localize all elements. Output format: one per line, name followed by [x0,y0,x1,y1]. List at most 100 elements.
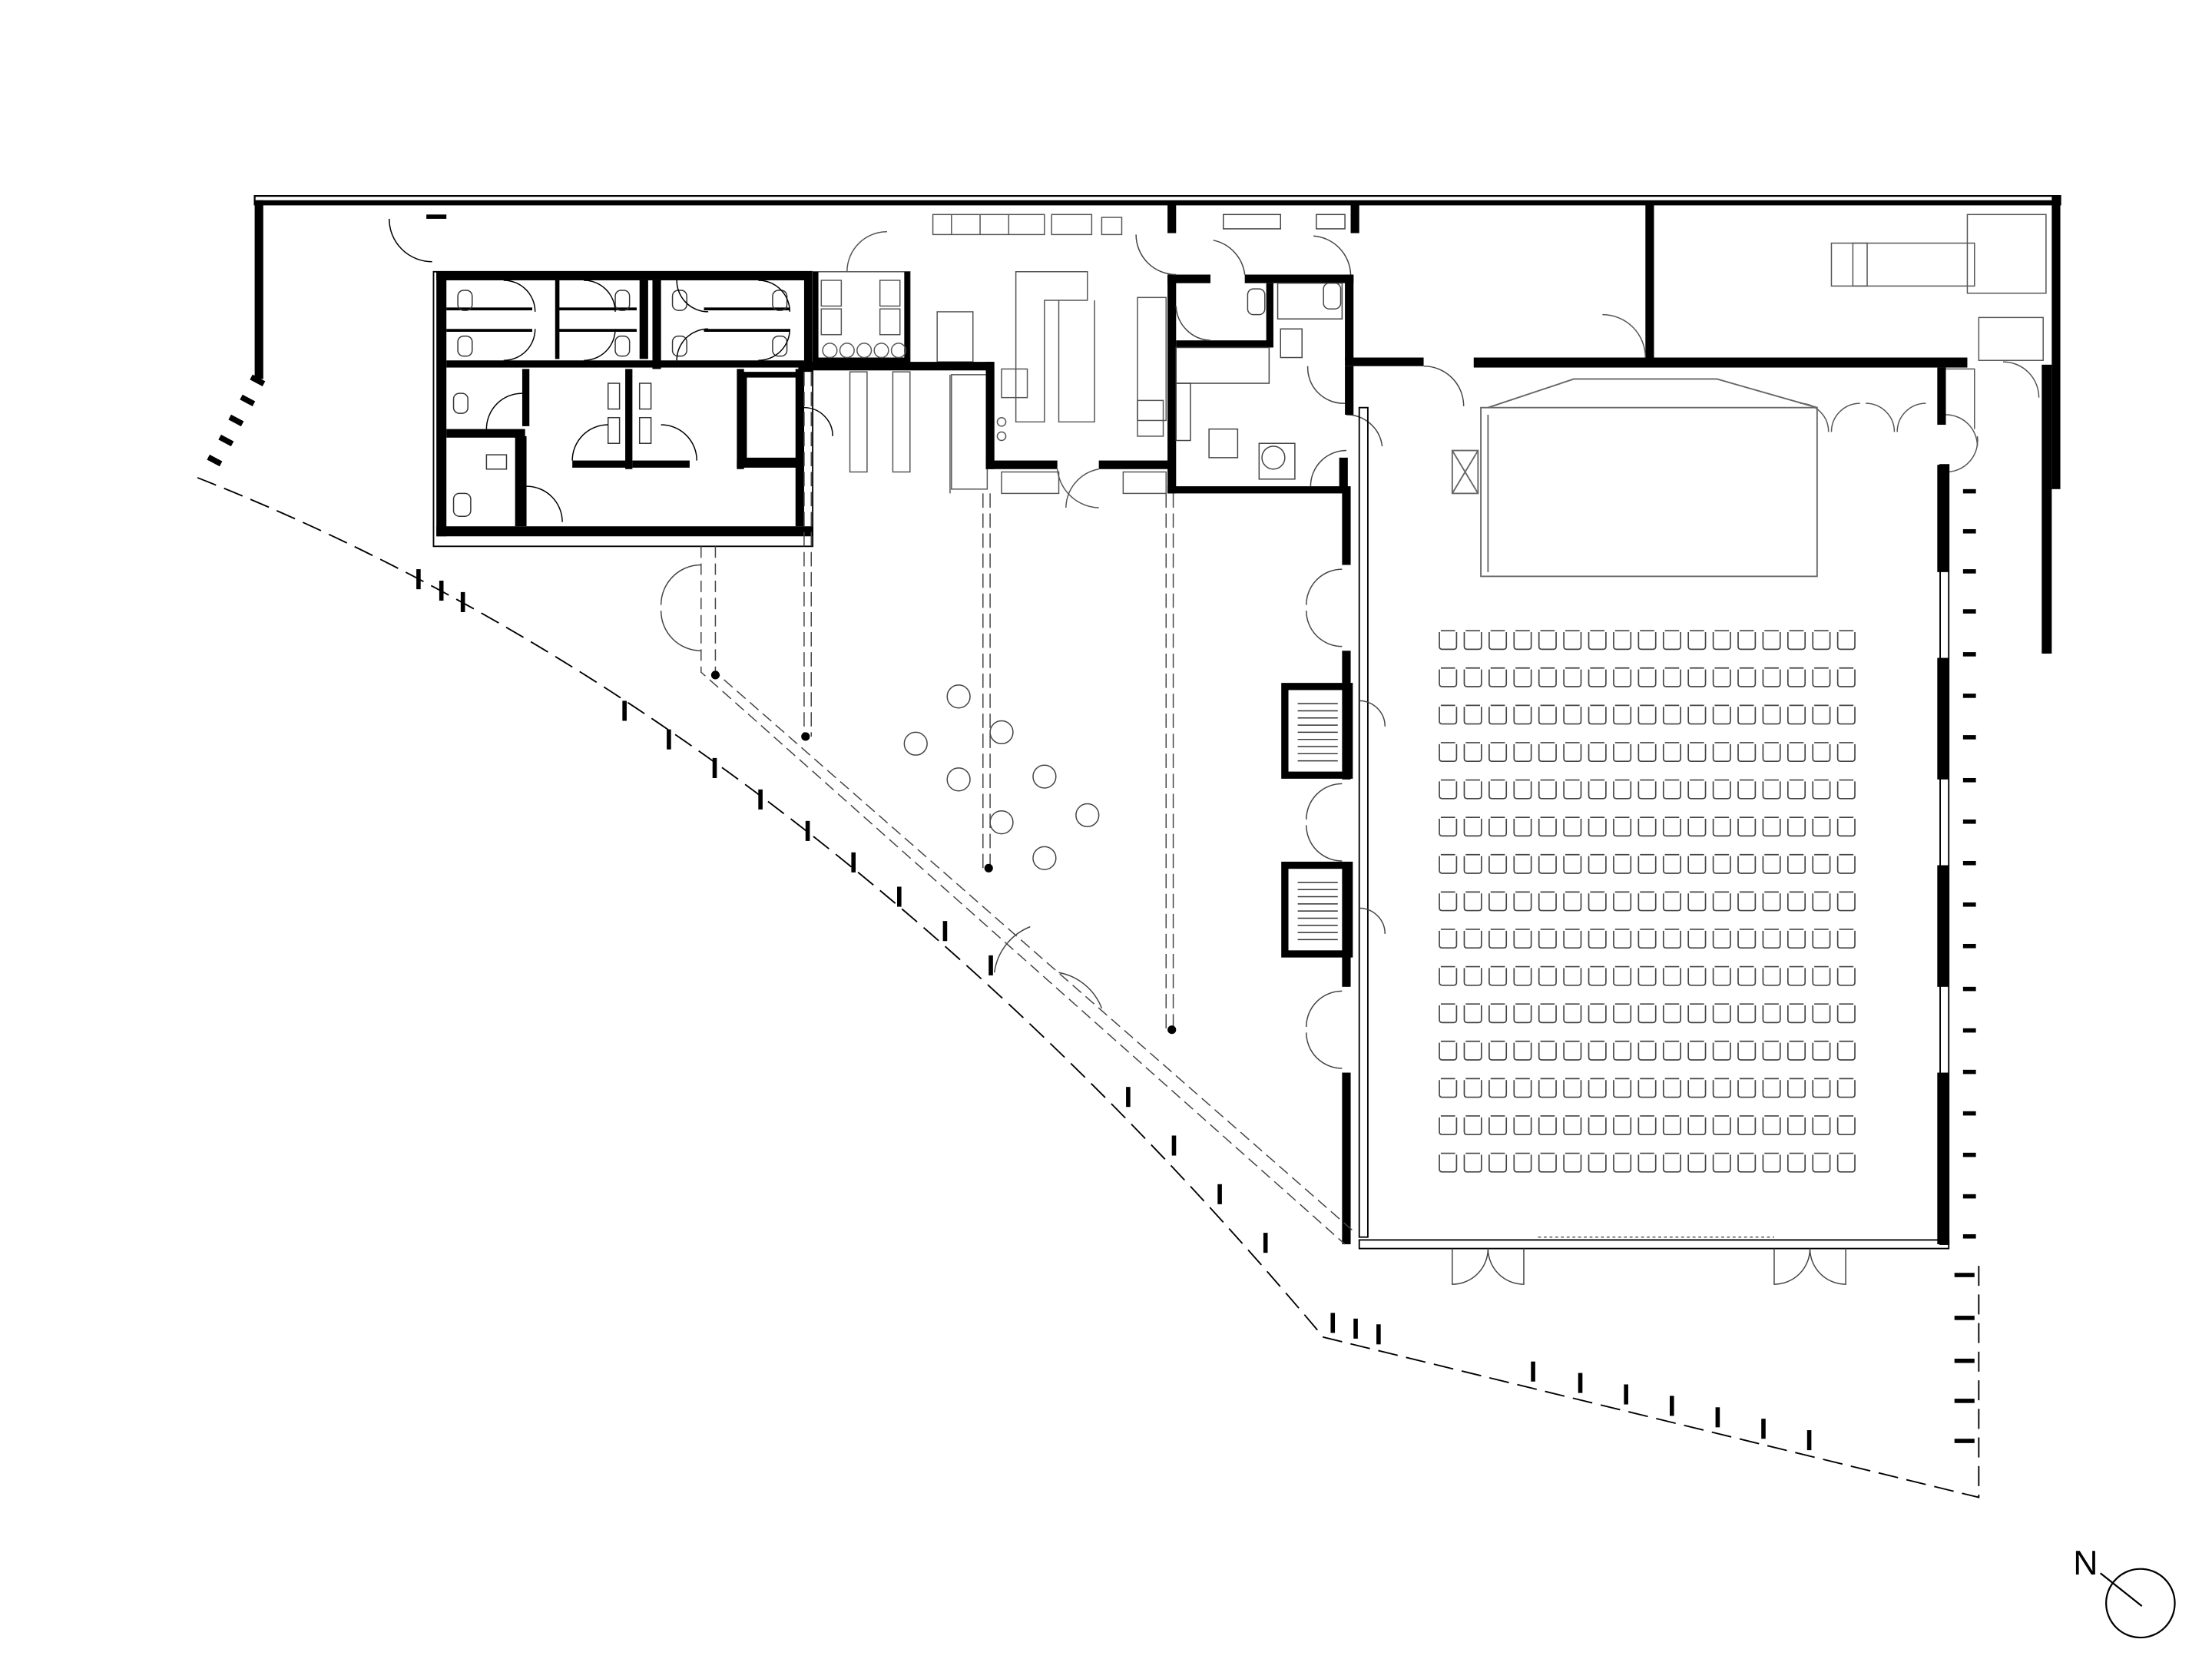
seat [1439,853,1458,874]
seat [1687,891,1707,912]
seat [1588,1078,1607,1098]
seat [1787,1115,1806,1136]
seat [1787,1078,1806,1098]
seat [1687,667,1707,687]
seat [1637,1115,1657,1136]
bar-kitchen [798,214,1171,508]
seat [1762,1040,1781,1061]
seat [1463,853,1482,874]
seat [1463,1115,1482,1136]
seat [1439,1115,1458,1136]
seat [1687,929,1707,949]
seat [1812,1078,1831,1098]
seat [1563,929,1582,949]
seat [1737,965,1757,986]
seat [1538,630,1557,651]
seat [1836,779,1856,800]
seat [1737,1003,1757,1024]
seat [1513,1078,1532,1098]
columns [710,671,1177,1035]
staff-rooms [1135,204,1465,494]
seat [1812,853,1831,874]
seat [1613,704,1632,725]
seat [1712,1040,1731,1061]
seat [1588,965,1607,986]
seat [1563,630,1582,651]
seat [1662,704,1681,725]
seat [1812,1003,1831,1024]
seat [1513,1152,1532,1173]
seat [1613,853,1632,874]
seat [1613,1040,1632,1061]
seat [1513,816,1532,837]
seat [1637,630,1657,651]
seat [1563,965,1582,986]
seat [1787,704,1806,725]
seat [1662,667,1681,687]
seat [1662,1152,1681,1173]
seat [1787,779,1806,800]
seat [1488,667,1508,687]
seat [1563,779,1582,800]
seat [1836,929,1856,949]
north-arrow: N [2073,1545,2176,1639]
seat [1637,1003,1657,1024]
seat [1513,1003,1532,1024]
seat [1836,704,1856,725]
seat [1563,1115,1582,1136]
seat [1563,704,1582,725]
seat [1687,853,1707,874]
seat [1613,667,1632,687]
seat [1836,853,1856,874]
seat [1463,742,1482,763]
seat [1637,742,1657,763]
auditorium-walls [1281,406,1950,1285]
seat [1762,853,1781,874]
seat [1588,667,1607,687]
seat [1662,891,1681,912]
seat [1563,891,1582,912]
seat [1662,742,1681,763]
seat [1762,1115,1781,1136]
seat [1687,1003,1707,1024]
seat [1712,816,1731,837]
seat [1812,1152,1831,1173]
seat [1836,742,1856,763]
seat [1687,816,1707,837]
seat [1513,929,1532,949]
north-label: N [2073,1545,2098,1582]
seat [1588,929,1607,949]
seat [1439,965,1458,986]
seat [1812,891,1831,912]
seat [1513,965,1532,986]
seat [1762,1078,1781,1098]
seat [1538,667,1557,687]
seat [1637,1040,1657,1061]
seat [1737,742,1757,763]
seat [1762,630,1781,651]
toilet-block [388,214,833,548]
seat [1637,965,1657,986]
seat [1439,1152,1458,1173]
seat [1563,742,1582,763]
seat [1787,630,1806,651]
seat [1513,667,1532,687]
seat [1488,965,1508,986]
seat [1439,779,1458,800]
seat [1439,1003,1458,1024]
seat [1637,853,1657,874]
bollards [416,569,1812,1451]
seat [1812,929,1831,949]
seat [1836,965,1856,986]
seat [1439,816,1458,837]
seat [1538,816,1557,837]
seat [1488,1078,1508,1098]
seat [1787,742,1806,763]
seat [1538,1115,1557,1136]
seat [1737,667,1757,687]
seat [1712,891,1731,912]
seat [1687,965,1707,986]
stage [1451,378,1818,578]
seat [1613,1078,1632,1098]
